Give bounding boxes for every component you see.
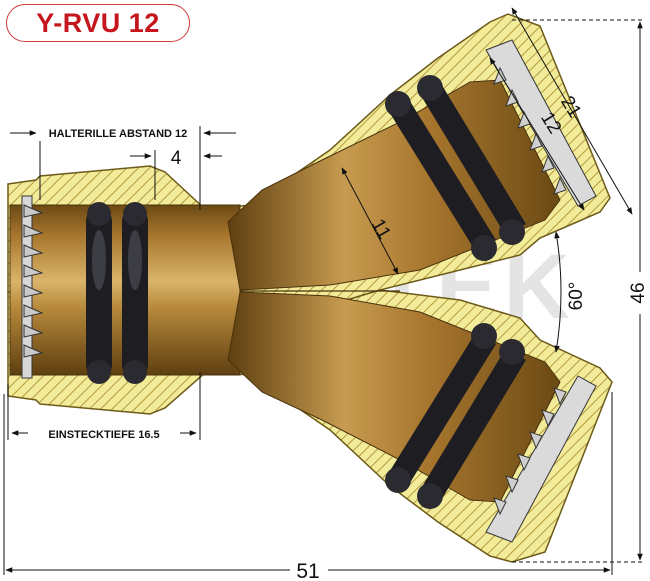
einstecktiefe-label-bg — [30, 425, 180, 442]
retaining-teeth-lower — [485, 375, 597, 543]
groove-width-label: 4 — [171, 148, 182, 169]
halterille-abstand-label: HALTERILLE ABSTAND 12 — [49, 128, 188, 140]
branch-angle-label: 60° — [566, 282, 587, 311]
halterille-label-bg — [36, 124, 198, 141]
overall-length-label: 51 — [296, 560, 319, 581]
overall-height-label-bg — [628, 272, 650, 314]
title-badge: Y-RVU 12 — [6, 4, 190, 42]
o-rings-lower — [385, 323, 526, 509]
overall-length-label-bg — [290, 559, 328, 581]
overall-height-label: 46 — [628, 282, 649, 303]
retaining-teeth-left — [21, 195, 44, 379]
einstecktiefe-label: EINSTECKTIEFE 16.5 — [48, 429, 159, 441]
product-title: Y-RVU 12 — [36, 7, 160, 38]
o-rings-left — [86, 202, 148, 384]
